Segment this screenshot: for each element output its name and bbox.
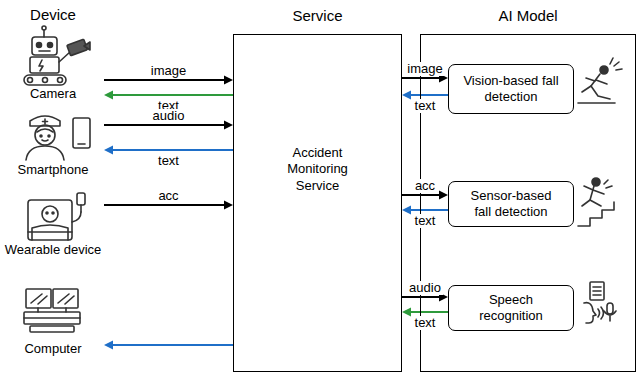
connector-line: [104, 124, 225, 126]
connector-line: [402, 296, 440, 298]
fall-icon: [578, 58, 622, 103]
edge-label: acc: [413, 179, 437, 193]
robot-camera-icon: [24, 26, 90, 85]
connector-line: [402, 77, 440, 79]
service-name: Accident Monitoring Service: [277, 145, 359, 194]
service-box: ServiceAccident Monitoring Service: [233, 34, 402, 372]
connector-line: [410, 209, 448, 211]
model-name: Sensor-based fall detection: [462, 188, 560, 219]
edge-label: text: [413, 214, 438, 228]
model-name: Speech recognition: [462, 292, 560, 323]
arrowhead: [224, 201, 233, 210]
arrowhead: [402, 206, 411, 215]
model-box: Sensor-based fall detection: [448, 181, 574, 227]
speech-icon: [584, 282, 616, 323]
device-caption: Smartphone: [2, 163, 104, 178]
arrowhead: [224, 76, 233, 85]
model-name: Vision-based fall detection: [462, 73, 560, 104]
edge-label: image: [149, 64, 188, 78]
device-caption: Computer: [2, 342, 104, 357]
arrowhead: [224, 121, 233, 130]
model-box: Speech recognition: [448, 285, 574, 331]
connector-line: [112, 344, 233, 346]
connector-line: [112, 94, 233, 96]
edge-label: text: [156, 154, 181, 168]
edge-label: text: [413, 316, 438, 330]
arrowhead: [104, 146, 113, 155]
arrowhead: [104, 341, 113, 350]
arrowhead: [402, 308, 411, 317]
connector-line: [410, 94, 448, 96]
edge-label: image: [405, 62, 444, 76]
edge-label: audio: [151, 109, 187, 123]
computer-device: Computer: [2, 283, 104, 357]
connector-line: [104, 79, 225, 81]
column-heading: Service: [214, 7, 421, 24]
edge-label: audio: [407, 281, 443, 295]
connector-line: [104, 204, 225, 206]
column-heading: AI Model: [401, 7, 639, 24]
device-caption: Wearable device: [2, 243, 104, 258]
nurse-phone-icon: [26, 116, 90, 160]
connector-line: [112, 149, 233, 151]
connector-arrow: [104, 341, 233, 350]
ai-model-box: AI ModelVision-based fall detectionSenso…: [420, 34, 636, 372]
arrowhead: [402, 91, 411, 100]
column-heading: Device: [30, 6, 76, 23]
patient-bed-icon: [28, 193, 85, 240]
arrowhead: [104, 91, 113, 100]
edge-label: text: [413, 99, 438, 113]
wearable-device: Wearable device: [2, 186, 104, 258]
device-caption: Camera: [2, 87, 104, 102]
connector-line: [410, 311, 448, 313]
stairs-fall-icon: [578, 178, 614, 226]
edge-label: acc: [156, 189, 180, 203]
arrowhead: [439, 191, 448, 200]
camera-device: Camera: [2, 30, 104, 102]
computer-icon: [24, 289, 80, 332]
model-box: Vision-based fall detection: [448, 64, 574, 114]
connector-line: [402, 194, 440, 196]
smartphone-device: Smartphone: [2, 110, 104, 178]
